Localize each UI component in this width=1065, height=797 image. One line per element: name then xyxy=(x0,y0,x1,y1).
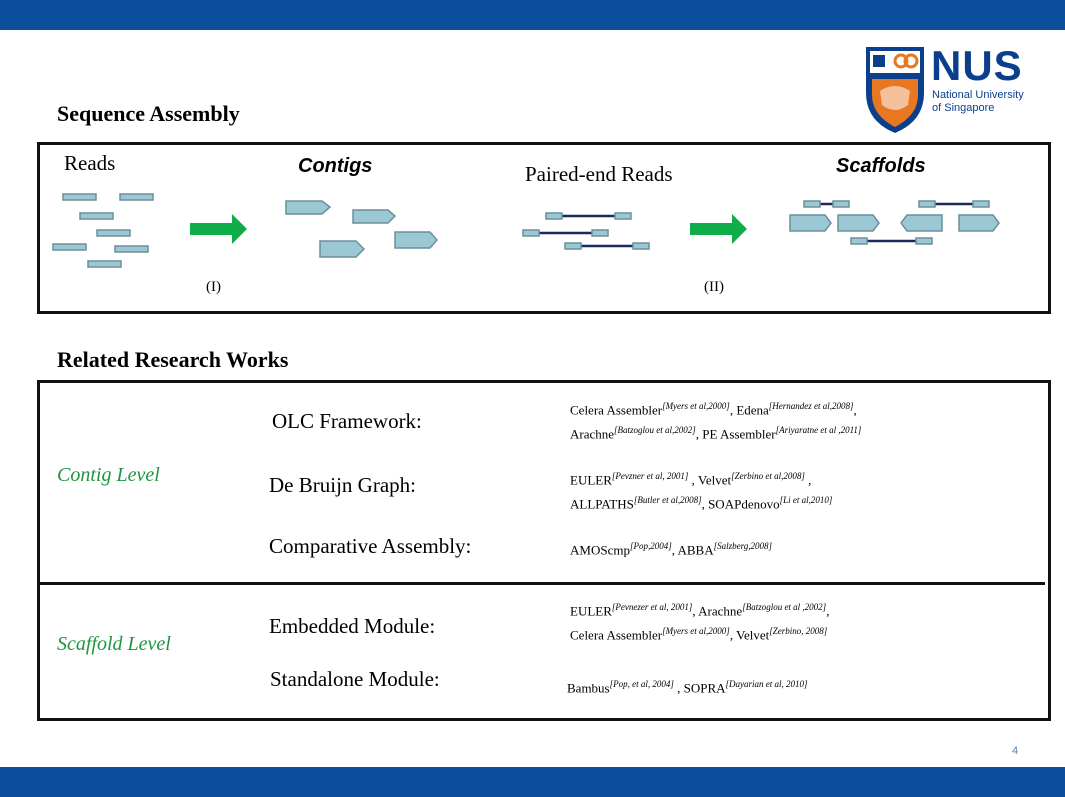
citation: [Li et al,2010] xyxy=(779,495,833,506)
method-comparative: Comparative Assembly: xyxy=(269,534,472,558)
citation: [Butler et al,2008] xyxy=(633,495,702,506)
logo-wordmark: NUS xyxy=(931,42,1023,89)
read xyxy=(62,193,97,201)
method-standalone: Standalone Module: xyxy=(270,667,440,691)
refs-line: ALLPATHS[Butler et al,2008], SOAPdenovo[… xyxy=(570,490,832,514)
citation: [Zerbino, 2008] xyxy=(769,626,828,637)
reference-text: EULER xyxy=(570,472,612,488)
read xyxy=(79,212,114,220)
scaffolds-group xyxy=(789,200,1000,245)
reads-group xyxy=(52,193,154,268)
arrow-right-icon xyxy=(190,214,247,244)
page-number: 4 xyxy=(1012,745,1019,757)
citation: [Dayarian et al, 2010] xyxy=(725,679,808,689)
citation: [Myers et al,2000] xyxy=(662,626,730,637)
read xyxy=(119,193,154,201)
refs-line: AMOScmp[Pop,2004], ABBA[Salzberg,2008] xyxy=(570,536,772,560)
refs-comparative: AMOScmp[Pop,2004], ABBA[Salzberg,2008] xyxy=(570,536,772,560)
reference-text: ALLPATHS xyxy=(570,496,634,512)
contigs-label: Contigs xyxy=(298,155,373,177)
citation: [Myers et al,2000] xyxy=(662,401,730,411)
reference-text: , xyxy=(853,402,857,418)
refs-line: Arachne[Batzoglou et al,2002], PE Assemb… xyxy=(570,420,861,444)
nus-logo: NUS National University of Singapore xyxy=(864,45,1034,137)
reference-text: EULER xyxy=(570,603,612,619)
scaffolds-label: Scaffolds xyxy=(836,155,926,177)
contig xyxy=(285,200,332,215)
contig xyxy=(352,209,397,224)
citation: [Pevzner et al, 2001] xyxy=(611,471,689,481)
reference-text: , Arachne xyxy=(692,603,743,619)
bottom-banner xyxy=(0,767,1065,797)
assembly-graphic xyxy=(52,193,1000,268)
reference-text: , Edena xyxy=(729,402,769,418)
read xyxy=(114,245,149,253)
reference-text: AMOScmp xyxy=(570,542,630,558)
contig xyxy=(394,231,438,249)
reference-text: , xyxy=(826,603,830,619)
logo-subtitle: National University of Singapore xyxy=(932,89,1024,114)
reference-text: , PE Assembler xyxy=(695,426,776,442)
citation: [Batzoglou et al,2002] xyxy=(614,425,696,436)
refs-line: Bambus[Pop, et al, 2004] , SOPRA[Dayaria… xyxy=(567,674,808,698)
reference-text: , xyxy=(804,472,812,488)
related-works-title: Related Research Works xyxy=(57,347,289,372)
method-embedded: Embedded Module: xyxy=(269,614,436,638)
citation: [Salzberg,2008] xyxy=(713,541,773,551)
reference-text: Celera Assembler xyxy=(570,402,663,418)
citation: [Zerbino et al,2008] xyxy=(731,471,805,481)
reference-text: , Velvet xyxy=(688,472,732,488)
method-olc: OLC Framework: xyxy=(272,409,422,433)
citation: [Pevnezer et al, 2001] xyxy=(611,602,693,612)
method-de-bruijn: De Bruijn Graph: xyxy=(269,473,416,497)
citation: [Pop,2004] xyxy=(629,541,672,551)
paired-reads-label: Paired-end Reads xyxy=(525,162,673,186)
refs-line: Celera Assembler[Myers et al,2000], Velv… xyxy=(570,621,829,645)
citation: [Batzoglou et al ,2002] xyxy=(742,602,827,612)
contigs-group xyxy=(285,200,438,258)
reference-text: Bambus xyxy=(567,680,610,696)
reference-text: , SOAPdenovo xyxy=(701,496,780,512)
step-one-label: (I) xyxy=(206,279,221,295)
refs-line: EULER[Pevzner et al, 2001] , Velvet[Zerb… xyxy=(570,466,832,490)
read xyxy=(87,260,122,268)
read xyxy=(52,243,87,251)
level-divider xyxy=(37,582,1045,585)
citation: [Hernandez et al,2008] xyxy=(768,401,854,411)
refs-embedded: EULER[Pevnezer et al, 2001], Arachne[Bat… xyxy=(570,597,829,646)
reference-text: , SOPRA xyxy=(673,680,726,696)
read xyxy=(96,229,131,237)
reads-label: Reads xyxy=(64,151,116,175)
reference-text: Celera Assembler xyxy=(570,627,663,643)
refs-standalone: Bambus[Pop, et al, 2004] , SOPRA[Dayaria… xyxy=(567,674,808,698)
refs-olc: Celera Assembler[Myers et al,2000], Eden… xyxy=(570,396,861,445)
reference-text: , Velvet xyxy=(729,627,770,643)
step-two-label: (II) xyxy=(704,279,724,295)
contig-level-label: Contig Level xyxy=(57,464,160,486)
page-title: Sequence Assembly xyxy=(57,101,240,126)
refs-line: Celera Assembler[Myers et al,2000], Eden… xyxy=(570,396,861,420)
arrow-right-icon xyxy=(690,214,747,244)
reference-text: Arachne xyxy=(570,426,615,442)
contig xyxy=(319,240,366,258)
crest-icon xyxy=(866,47,924,133)
reference-text: , ABBA xyxy=(671,542,714,558)
refs-de-bruijn: EULER[Pevzner et al, 2001] , Velvet[Zerb… xyxy=(570,466,832,515)
paired-reads-group xyxy=(522,212,650,250)
related-works-table xyxy=(37,380,1051,721)
citation: [Pop, et al, 2004] xyxy=(609,679,674,689)
scaffold-level-label: Scaffold Level xyxy=(57,633,171,655)
refs-line: EULER[Pevnezer et al, 2001], Arachne[Bat… xyxy=(570,597,829,621)
citation: [Ariyaratne et al ,2011] xyxy=(775,425,862,436)
top-banner xyxy=(0,0,1065,30)
